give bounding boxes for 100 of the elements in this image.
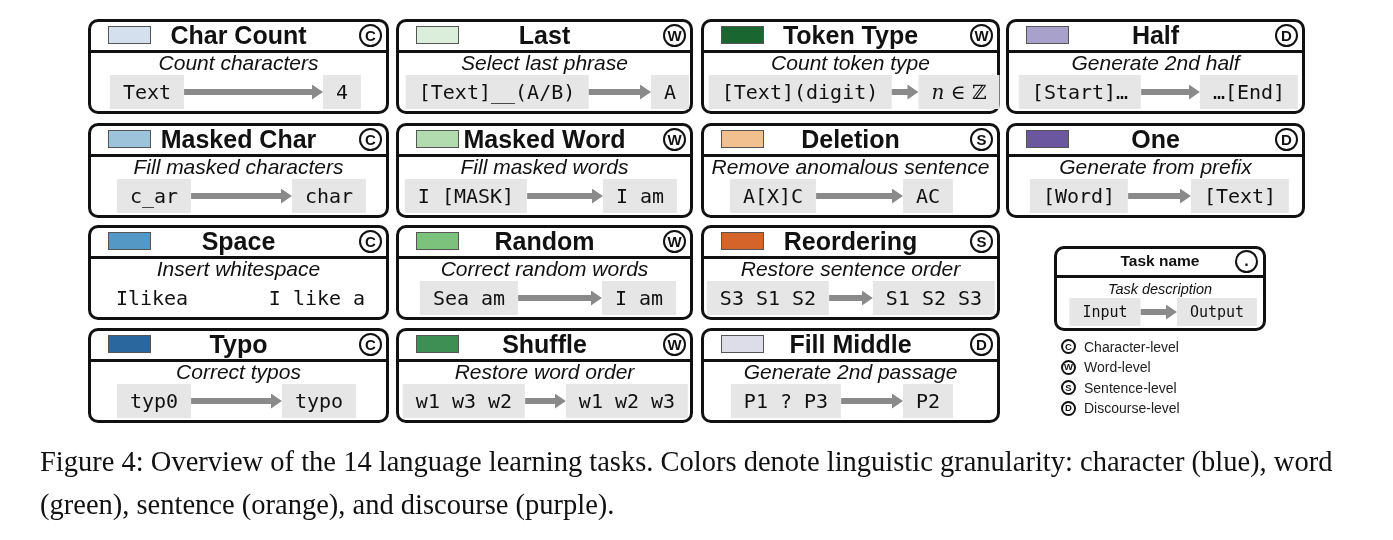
- placeholder-badge: .: [1235, 249, 1258, 273]
- task-description: Correct typos: [176, 359, 301, 384]
- task-card: [396, 19, 693, 114]
- task-description: Generate 2nd half: [1071, 50, 1240, 75]
- level-badge: C: [1061, 339, 1076, 354]
- output-example: …[End]: [1199, 75, 1299, 109]
- task-description: Correct random words: [440, 256, 649, 281]
- task-description: Restore sentence order: [740, 256, 961, 281]
- legend-label: Sentence-level: [1084, 379, 1177, 396]
- level-badge: C: [359, 229, 382, 253]
- task-card: [396, 328, 693, 423]
- output-example: P2: [902, 384, 954, 418]
- level-badge: S: [970, 127, 993, 151]
- level-badge: W: [1061, 359, 1076, 375]
- task-title: Random: [494, 226, 595, 256]
- output-example: I am: [602, 179, 678, 213]
- task-card: [1006, 123, 1305, 218]
- output-example: n ∈ ℤ: [918, 75, 1000, 109]
- arrow: [527, 188, 603, 204]
- task-description: Count token type: [771, 50, 930, 75]
- arrow: [588, 84, 651, 100]
- level-badge: W: [663, 23, 686, 47]
- task-title: Half: [1131, 20, 1180, 50]
- task-title: One: [1131, 124, 1180, 154]
- level-badge: W: [663, 332, 686, 356]
- arrow: [184, 84, 323, 100]
- arrow: [829, 290, 873, 306]
- task-title: Token Type: [782, 20, 919, 50]
- level-badge: S: [1061, 380, 1076, 395]
- task-card: [396, 225, 693, 320]
- input-example: Text: [109, 75, 185, 109]
- level-badge: D: [1275, 127, 1298, 151]
- task-card: [701, 225, 1000, 320]
- task-description: Fill masked characters: [133, 154, 344, 179]
- input-text: Ilikea: [115, 286, 189, 310]
- arrow: [841, 393, 903, 409]
- task-description: Select last phrase: [461, 50, 628, 75]
- output-example: Output: [1176, 298, 1258, 326]
- level-badge: C: [359, 332, 382, 356]
- task-card: [88, 123, 389, 218]
- task-card: [701, 19, 1000, 114]
- task-card: [88, 225, 389, 320]
- task-card: [1006, 19, 1305, 114]
- input-example: [Word]: [1029, 179, 1129, 213]
- task-title: Space: [201, 226, 276, 256]
- task-description: Fill masked words: [460, 154, 629, 179]
- task-title: Masked Char: [160, 124, 317, 154]
- task-card: [701, 123, 1000, 218]
- legend-label: Character-level: [1084, 338, 1179, 355]
- output-example: A: [651, 75, 689, 109]
- figure-caption: Figure 4: Overview of the 14 language learning tasks. Colors denote linguistic granularity: character (blue), word (green), sentence (orange), and discourse (purple).: [40, 445, 1334, 522]
- level-badge: D: [1061, 400, 1076, 416]
- task-description: Generate 2nd passage: [743, 359, 958, 384]
- level-badge: C: [359, 23, 382, 47]
- output-example: w1 w2 w3: [565, 384, 689, 418]
- task-title: Char Count: [170, 20, 307, 50]
- task-description: Insert whitespace: [156, 256, 321, 281]
- task-title: Reordering: [783, 226, 918, 256]
- level-badge: C: [359, 127, 382, 151]
- input-example: [Text]__(A/B): [405, 75, 589, 109]
- task-card: [396, 123, 693, 218]
- legend-card: [1054, 246, 1266, 331]
- arrow: [891, 84, 919, 100]
- task-description: Remove anomalous sentence: [711, 154, 990, 179]
- input-example: S3 S1 S2: [706, 281, 830, 315]
- arrow: [191, 188, 292, 204]
- task-description: Generate from prefix: [1059, 154, 1252, 179]
- task-title: Deletion: [801, 124, 900, 154]
- task-description: Task description: [1107, 280, 1213, 298]
- input-example: w1 w3 w2: [402, 384, 526, 418]
- level-badge: D: [970, 332, 993, 356]
- task-card: [88, 328, 389, 423]
- output-text: I like a: [268, 286, 366, 310]
- input-example: P1 ? P3: [730, 384, 842, 418]
- level-badge: S: [970, 229, 993, 253]
- level-badge: D: [1275, 23, 1298, 47]
- input-example: I [MASK]: [404, 179, 528, 213]
- output-example: [Text]: [1190, 179, 1290, 213]
- input-example: [Start]…: [1018, 75, 1142, 109]
- input-example: A[X]C: [729, 179, 817, 213]
- input-example: Input: [1069, 298, 1141, 326]
- output-example: 4: [323, 75, 361, 109]
- output-example: char: [291, 179, 367, 213]
- arrow: [1140, 304, 1177, 320]
- task-description: Restore word order: [454, 359, 635, 384]
- task-title: Typo: [209, 329, 268, 359]
- output-example: S1 S2 S3: [872, 281, 996, 315]
- task-title: Last: [518, 20, 571, 50]
- task-title: Task name: [1120, 252, 1200, 271]
- arrow: [816, 188, 903, 204]
- arrow: [1128, 188, 1191, 204]
- arrow: [191, 393, 282, 409]
- arrow: [525, 393, 566, 409]
- output-example: typo: [281, 384, 357, 418]
- input-example: c_ar: [116, 179, 192, 213]
- task-title: Fill Middle: [789, 329, 912, 359]
- level-badge: W: [970, 23, 993, 47]
- arrow: [518, 290, 602, 306]
- arrow: [1141, 84, 1200, 100]
- legend-label: Word-level: [1084, 359, 1151, 375]
